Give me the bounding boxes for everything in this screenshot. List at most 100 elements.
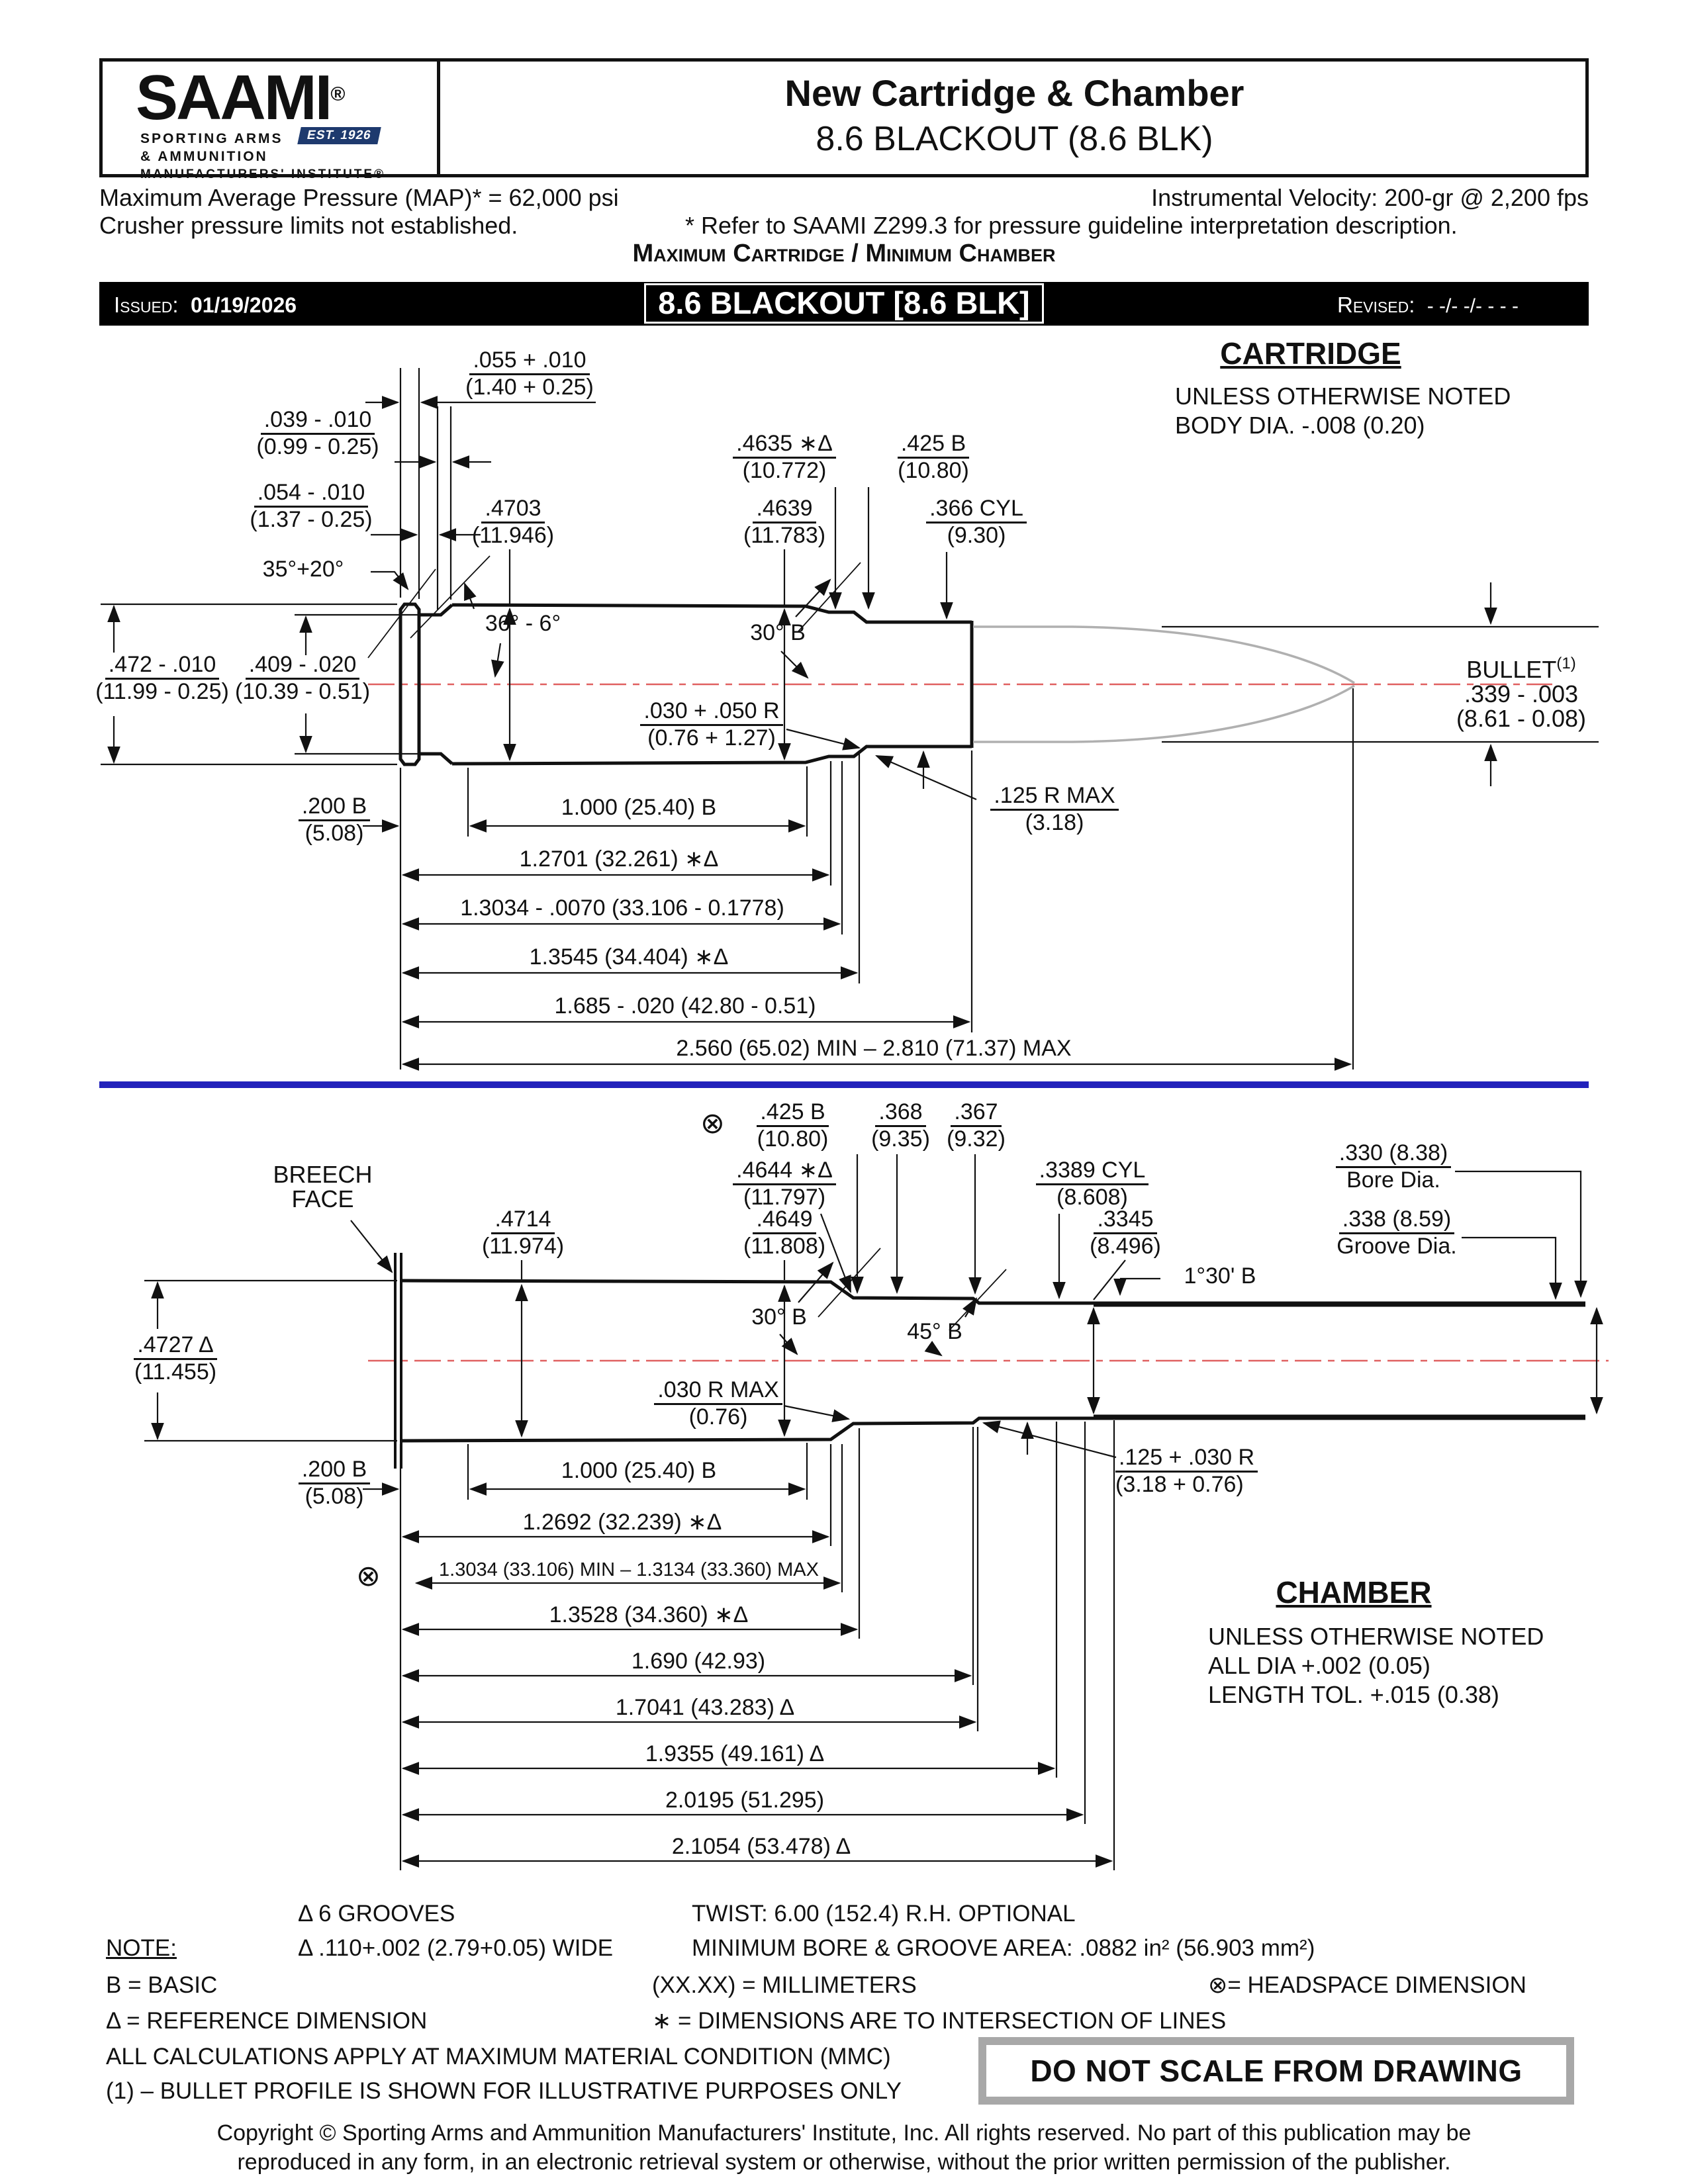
bar-cartridge-name: 8.6 BLACKOUT [8.6 BLK] (99, 283, 1589, 324)
revised: Revised: - -/- -/- - - - (1337, 293, 1519, 317)
dim-200-b-cartridge: .200 B (5.08) (285, 794, 384, 846)
chamber-dim-lines (144, 1154, 1603, 1870)
header-box (99, 58, 1589, 177)
centerlines (368, 683, 1609, 1362)
chamber-construction-lines (818, 1248, 1007, 1331)
est-1926-badge: EST. 1926 (297, 127, 381, 144)
dim-4639: .4639 (11.783) (743, 496, 826, 548)
dim-17041: 1.7041 (43.283) Δ (615, 1695, 795, 1720)
dim-3345: .3345 (8.496) (1090, 1206, 1161, 1259)
note-bore-area: MINIMUM BORE & GROOVE AREA: .0882 in² (5… (692, 1935, 1315, 1961)
dim-3389-cyl: .3389 CYL (8.608) (1013, 1158, 1172, 1210)
section-divider (99, 1081, 1589, 1088)
note-intersection: ∗ = DIMENSIONS ARE TO INTERSECTION OF LI… (652, 2008, 1227, 2034)
breech-face-lines (394, 1253, 402, 1469)
dim-2560-2810: 2.560 (65.02) MIN – 2.810 (71.37) MAX (676, 1036, 1072, 1061)
dim-angle-30-chamber: 30° B (751, 1304, 807, 1330)
dim-200-b-chamber: .200 B (5.08) (285, 1457, 384, 1509)
do-not-scale-text: DO NOT SCALE FROM DRAWING (1030, 2054, 1523, 2088)
note-mmc: ALL CALCULATIONS APPLY AT MAXIMUM MATERI… (106, 2044, 891, 2070)
dim-angle-130: 1°30' B (1184, 1263, 1256, 1289)
headspace-symbol-bottom: ⊗ (356, 1560, 381, 1592)
issued: Issued: 01/19/2026 (114, 293, 297, 317)
cartridge-heading: CARTRIDGE (1220, 336, 1401, 371)
dim-4635: .4635 ∗Δ (10.772) (702, 432, 867, 483)
dim-030-r-max: .030 R MAX (0.76) (639, 1378, 798, 1430)
dim-1000-b-chamber: 1.000 (25.40) B (561, 1458, 717, 1483)
dim-angle-35: 35°+20° (262, 557, 344, 582)
dim-21054: 2.1054 (53.478) Δ (671, 1834, 851, 1859)
dim-4703: .4703 (11.946) (471, 496, 555, 548)
headspace-symbol-top: ⊗ (700, 1107, 725, 1140)
header-divider (437, 58, 440, 177)
dim-13545: 1.3545 (34.404) ∗Δ (529, 944, 729, 970)
dim-4644: .4644 ∗Δ (11.797) (702, 1158, 867, 1210)
note-millimeters: (XX.XX) = MILLIMETERS (652, 1972, 917, 1998)
map-pressure: Maximum Average Pressure (MAP)* = 62,000… (99, 184, 619, 211)
bore-lines (1094, 1304, 1585, 1417)
bullet-label: BULLET(1) .339 - .003 (8.61 - 0.08) (1456, 655, 1587, 732)
dim-368: .368 (9.35) (871, 1099, 930, 1152)
logo-tagline-3: MANUFACTURERS' INSTITUTE® (140, 167, 386, 181)
doc-title-line1: New Cartridge & Chamber (784, 72, 1244, 114)
note-headspace: ⊗= HEADSPACE DIMENSION (1208, 1972, 1526, 1998)
dim-366-cyl: .366 CYL (9.30) (910, 496, 1043, 548)
dim-1690: 1.690 (42.93) (631, 1649, 766, 1674)
dim-367: .367 (9.32) (947, 1099, 1006, 1152)
chamber-heading: CHAMBER (1276, 1575, 1432, 1610)
copyright-line-1: Copyright © Sporting Arms and Ammunition… (216, 2120, 1472, 2146)
note-basic: B = BASIC (106, 1972, 218, 1998)
refer-note: * Refer to SAAMI Z299.3 for pressure gui… (685, 212, 1458, 239)
chamber-profile (400, 1279, 1585, 1443)
logo-tagline-1: SPORTING ARMS (140, 131, 283, 146)
bullet-profile (973, 625, 1355, 743)
note-reference: Δ = REFERENCE DIMENSION (106, 2008, 428, 2034)
dim-13034-cartridge: 1.3034 - .0070 (33.106 - 0.1778) (460, 895, 784, 921)
dim-rim-thickness: .055 + .010 (1.40 + 0.25) (465, 347, 594, 400)
logo-registered-mark: ® (330, 83, 346, 105)
dim-angle-36: 36° - 6° (485, 611, 561, 636)
breech-face-label: BREECH FACE (273, 1161, 373, 1212)
dim-bore-dia: .330 (8.38) Bore Dia. (1317, 1141, 1470, 1193)
dim-12701: 1.2701 (32.261) ∗Δ (519, 846, 719, 872)
title-bar: Issued: 01/19/2026 8.6 BLACKOUT [8.6 BLK… (99, 282, 1589, 326)
dim-13034-13134: 1.3034 (33.106) MIN – 1.3134 (33.360) MA… (439, 1559, 819, 1580)
dim-039: .039 - .010 (0.99 - 0.25) (256, 407, 379, 459)
copyright-line-2: reproduced in any form, in an electronic… (237, 2150, 1451, 2175)
dim-groove-dia: .338 (8.59) Groove Dia. (1336, 1206, 1457, 1259)
max-cartridge-min-chamber: Maximum Cartridge / Minimum Chamber (632, 240, 1056, 267)
logo-tagline-2: & AMMUNITION (140, 149, 268, 164)
crusher-note: Crusher pressure limits not established. (99, 212, 518, 239)
chamber-note-3: LENGTH TOL. +.015 (0.38) (1208, 1681, 1499, 1708)
note-label: NOTE: (106, 1935, 177, 1961)
dim-125-r-max: .125 R MAX (3.18) (978, 784, 1131, 835)
dim-20195: 2.0195 (51.295) (665, 1788, 825, 1813)
dim-4727: .4727 Δ (11.455) (134, 1332, 217, 1385)
cartridge-note-2: BODY DIA. -.008 (0.20) (1175, 412, 1425, 439)
dim-125-030-r: .125 + .030 R (3.18 + 0.76) (1115, 1445, 1281, 1497)
dim-angle-45: 45° B (907, 1319, 962, 1344)
cartridge-construction-lines (367, 555, 861, 659)
chamber-note-1: UNLESS OTHERWISE NOTED (1208, 1623, 1544, 1650)
dim-13528: 1.3528 (34.360) ∗Δ (549, 1602, 749, 1627)
do-not-scale-box: DO NOT SCALE FROM DRAWING (978, 2037, 1574, 2105)
dim-1685: 1.685 - .020 (42.80 - 0.51) (554, 993, 816, 1019)
cartridge-dim-lines (101, 368, 1599, 1071)
note-grooves: Δ 6 GROOVES (298, 1901, 455, 1927)
instrumental-velocity: Instrumental Velocity: 200-gr @ 2,200 fp… (1151, 184, 1589, 211)
dim-angle-30-cartridge: 30° B (750, 620, 806, 645)
dim-030-050-r: .030 + .050 R (0.76 + 1.27) (629, 699, 794, 751)
dim-12692: 1.2692 (32.239) ∗Δ (522, 1510, 722, 1535)
dim-425-cartridge: .425 B (10.80) (897, 431, 970, 483)
chamber-note-2: ALL DIA +.002 (0.05) (1208, 1652, 1430, 1679)
dim-425-chamber: .425 B (10.80) (757, 1099, 829, 1152)
cartridge-note-1: UNLESS OTHERWISE NOTED (1175, 383, 1511, 410)
note-twist: TWIST: 6.00 (152.4) R.H. OPTIONAL (692, 1901, 1076, 1927)
dim-4649: .4649 (11.808) (743, 1206, 826, 1259)
note-groove-width: Δ .110+.002 (2.79+0.05) WIDE (298, 1935, 614, 1961)
logo-wordmark: SAAMI (136, 62, 332, 133)
dim-054: .054 - .010 (1.37 - 0.25) (250, 480, 373, 532)
cartridge-profile (399, 602, 974, 766)
